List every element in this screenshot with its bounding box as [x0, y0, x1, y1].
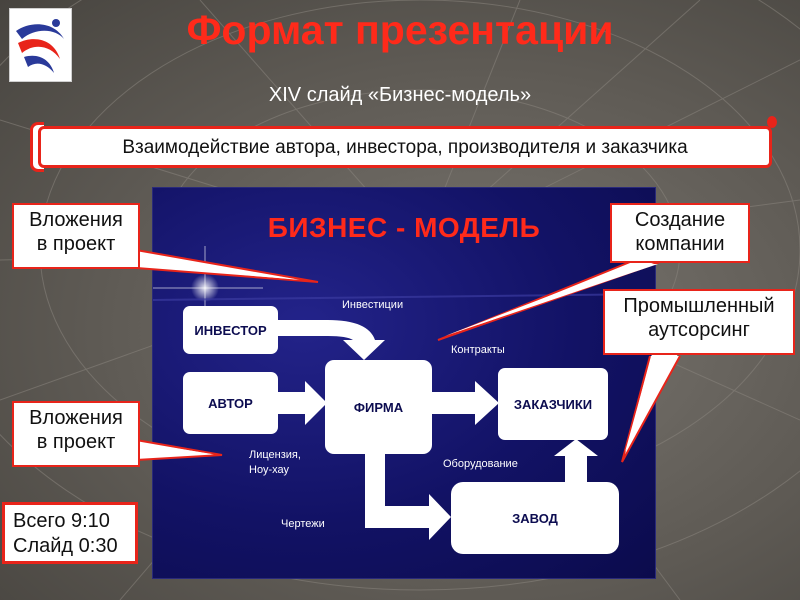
callout-outsourcing-line2: аутсорсинг	[648, 319, 750, 341]
node-firm: ФИРМА	[325, 360, 432, 454]
arrow-firm-to-factory	[365, 452, 451, 540]
time-box: Всего 9:10 Слайд 0:30	[2, 502, 138, 564]
slide-title: Формат презентации	[186, 7, 614, 53]
callout-investment-top-line1: Вложения	[29, 209, 123, 231]
node-investor: ИНВЕСТОР	[183, 306, 278, 354]
arrow-factory-to-customers	[554, 439, 598, 482]
topic-banner: Взаимодействие автора, инвестора, произв…	[38, 126, 772, 168]
callout-investment-bottom-line1: Вложения	[29, 407, 123, 429]
topic-banner-text: Взаимодействие автора, инвестора, произв…	[122, 137, 688, 158]
callout-investment-top-line2: в проект	[36, 233, 116, 255]
label-license: Лицензия,	[249, 449, 301, 461]
time-total: Всего 9:10	[13, 510, 110, 532]
business-model-diagram: БИЗНЕС - МОДЕЛЬ ИНВЕСТОР АВТОР ФИРМА ЗАК…	[153, 188, 655, 578]
callout-company-line1: Создание	[634, 209, 726, 231]
label-investments: Инвестиции	[342, 299, 404, 311]
node-customers: ЗАКАЗЧИКИ	[498, 368, 608, 440]
arrow-firm-to-customers	[432, 381, 499, 425]
arrow-author-to-firm	[276, 381, 327, 425]
callout-company: Создание компании	[610, 203, 750, 263]
time-slide: Слайд 0:30	[13, 535, 118, 557]
callout-company-line2: компании	[635, 233, 725, 255]
node-author: АВТОР	[183, 372, 278, 434]
callout-investment-bottom: Вложения в проект	[12, 401, 140, 467]
callout-outsourcing: Промышленный аутсорсинг	[603, 289, 795, 355]
label-drawings: Чертежи	[281, 518, 325, 530]
diagram-arrows	[153, 246, 655, 540]
callout-outsourcing-line1: Промышленный	[623, 295, 775, 317]
node-factory: ЗАВОД	[451, 482, 619, 554]
diagram-title: БИЗНЕС - МОДЕЛЬ	[267, 212, 541, 243]
label-equipment: Оборудование	[443, 458, 518, 470]
company-logo	[9, 8, 72, 82]
label-contracts: Контракты	[451, 344, 505, 356]
arrow-investor-to-firm	[276, 320, 385, 360]
banner-dot	[767, 116, 777, 128]
callout-investment-top: Вложения в проект	[12, 203, 140, 269]
callout-investment-bottom-line2: в проект	[36, 431, 116, 453]
label-knowhow: Ноу-хау	[249, 464, 289, 476]
slide-subtitle: XIV слайд «Бизнес-модель»	[268, 84, 532, 106]
